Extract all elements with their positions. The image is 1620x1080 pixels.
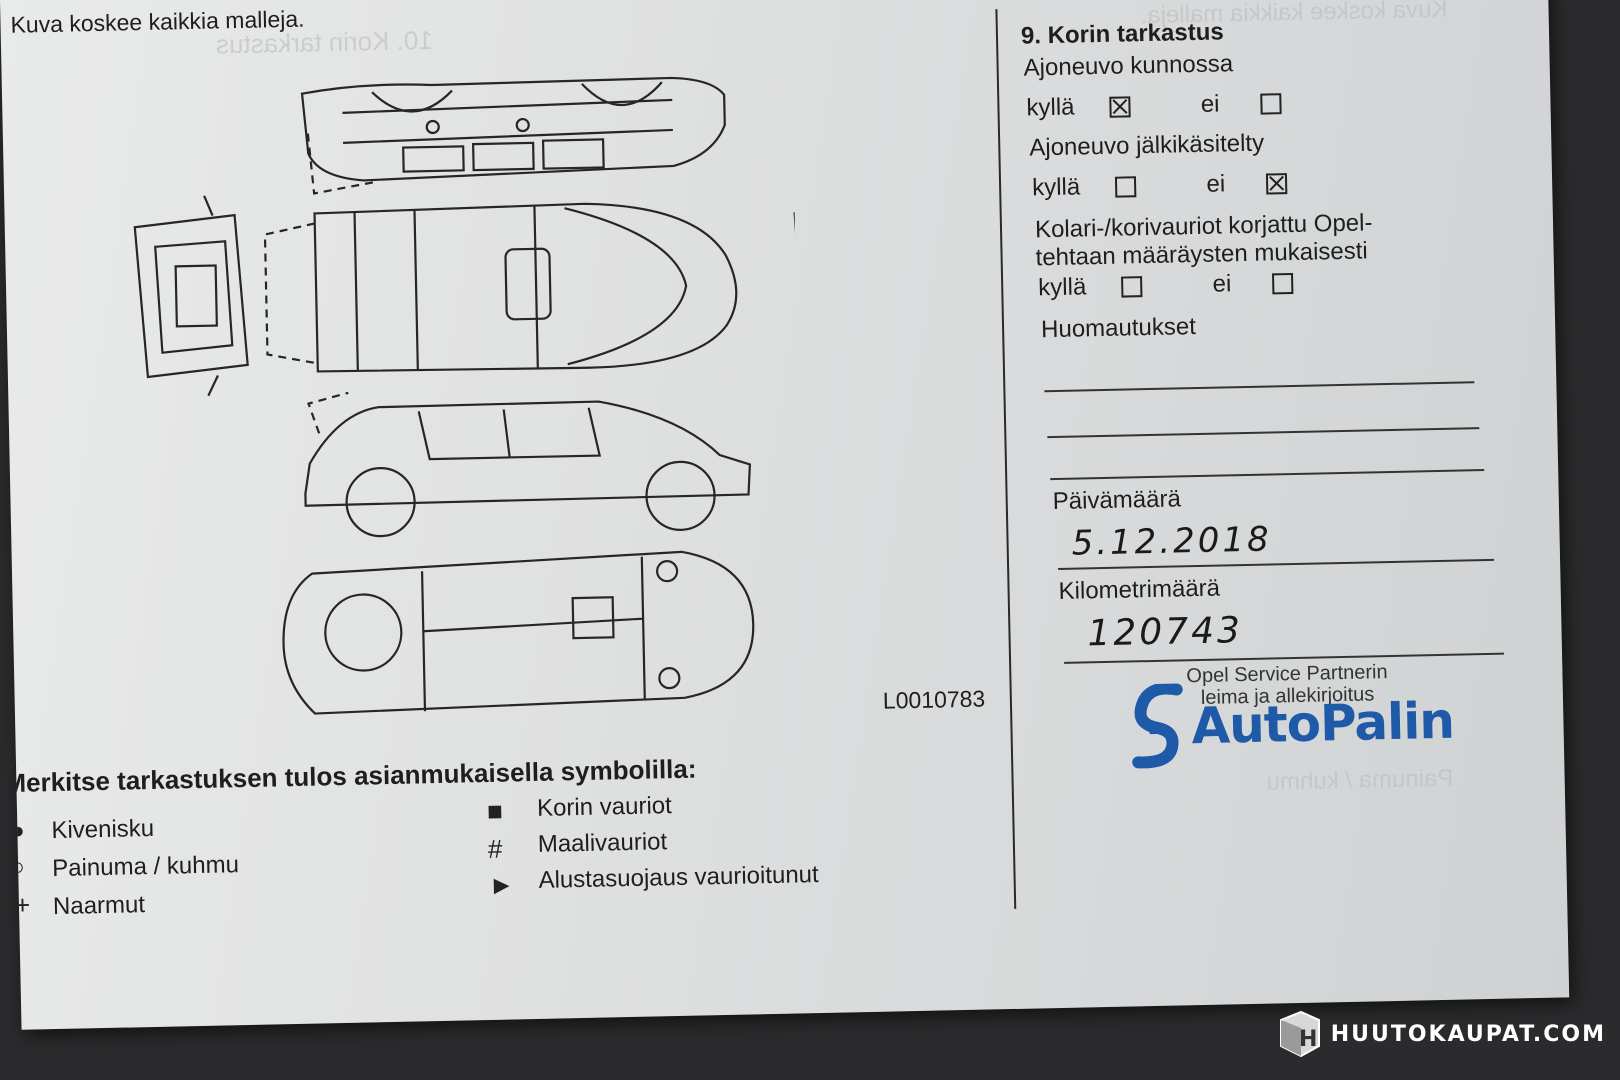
legend-heading: Merkitse tarkastuksen tulos asianmukaise… (4, 753, 697, 799)
date-label: Päivämäärä (1052, 485, 1182, 516)
car-side-view (304, 391, 752, 538)
remarks-line-1[interactable] (1044, 381, 1475, 392)
q3-no-label: ei (1212, 270, 1232, 298)
filled-dot-icon: ● (11, 817, 25, 843)
legend-item-body-damage: Korin vauriot (536, 792, 673, 822)
car-front-view (133, 195, 249, 397)
q1-yes-label: kyllä (1026, 93, 1075, 122)
q2-answer-row: kyllä ei (1031, 169, 1288, 202)
legend-item-stone-chip: Kivenisku (51, 814, 155, 845)
site-watermark: H HUUTOKAUPAT.COM (1277, 1010, 1606, 1058)
figure-code: L0010783 (882, 685, 986, 714)
remarks-label: Huomautukset (1040, 313, 1197, 344)
km-label: Kilometrimäärä (1058, 574, 1221, 605)
circle-outline-icon: ○ (9, 853, 25, 881)
legend-item-underbody-damage: Alustasuojaus vaurioitunut (538, 861, 819, 894)
remarks-line-3[interactable] (1050, 469, 1485, 480)
q1-no-label: ei (1200, 90, 1220, 118)
watermark-text: HUUTOKAUPAT.COM (1330, 1021, 1606, 1047)
stamp-brand: AutoPalin (1190, 691, 1455, 756)
section-title: 9. Korin tarkastus (1020, 18, 1224, 50)
q1-label: Ajoneuvo kunnossa (1023, 50, 1234, 82)
legend-item-scratches: Naarmut (52, 891, 146, 921)
q3-no-checkbox[interactable] (1271, 273, 1294, 295)
km-line[interactable] (1064, 652, 1505, 664)
q3-label-line2: tehtaan määräysten mukaisesti (1035, 237, 1369, 272)
autopalin-logo-icon (1132, 683, 1183, 769)
date-value: 5.12.2018 (1071, 519, 1273, 564)
remarks-line-2[interactable] (1047, 427, 1480, 438)
filled-square-icon: ■ (486, 795, 504, 826)
q2-no-checkbox[interactable] (1265, 173, 1288, 195)
hash-icon: # (487, 833, 503, 864)
q1-no-checkbox[interactable] (1259, 93, 1282, 115)
svg-text:H: H (1299, 1027, 1319, 1052)
bleed-through-text: Painuma / kuhmu (1266, 764, 1454, 796)
cube-logo-icon: H (1279, 1010, 1320, 1058)
legend-item-dent: Painuma / kuhmu (51, 851, 240, 883)
car-underbody-view (282, 550, 755, 715)
q2-label: Ajoneuvo jälkikäsitelty (1029, 129, 1265, 162)
q1-answer-row: kyllä ei (1026, 89, 1282, 122)
column-divider (995, 9, 1017, 909)
q2-yes-label: kyllä (1031, 173, 1081, 202)
plus-icon: + (14, 889, 31, 920)
car-plan-view (263, 202, 738, 373)
q1-yes-checkbox[interactable] (1108, 96, 1131, 118)
q3-answer-row: kyllä ei (1037, 269, 1294, 302)
car-rear-view (793, 208, 806, 361)
inspection-form-page: Kuva koskee kaikkia malleja. 10. Korin t… (0, 0, 1569, 1030)
triangle-right-icon: ► (488, 869, 515, 900)
km-value: 120743 (1087, 610, 1244, 655)
car-top-view-upper (300, 76, 726, 195)
q3-yes-checkbox[interactable] (1120, 276, 1143, 298)
car-body-diagrams (133, 76, 806, 715)
q3-yes-label: kyllä (1037, 273, 1087, 302)
q2-yes-checkbox[interactable] (1114, 176, 1137, 198)
q2-no-label: ei (1206, 170, 1226, 198)
legend-item-paint-damage: Maalivauriot (537, 828, 668, 858)
